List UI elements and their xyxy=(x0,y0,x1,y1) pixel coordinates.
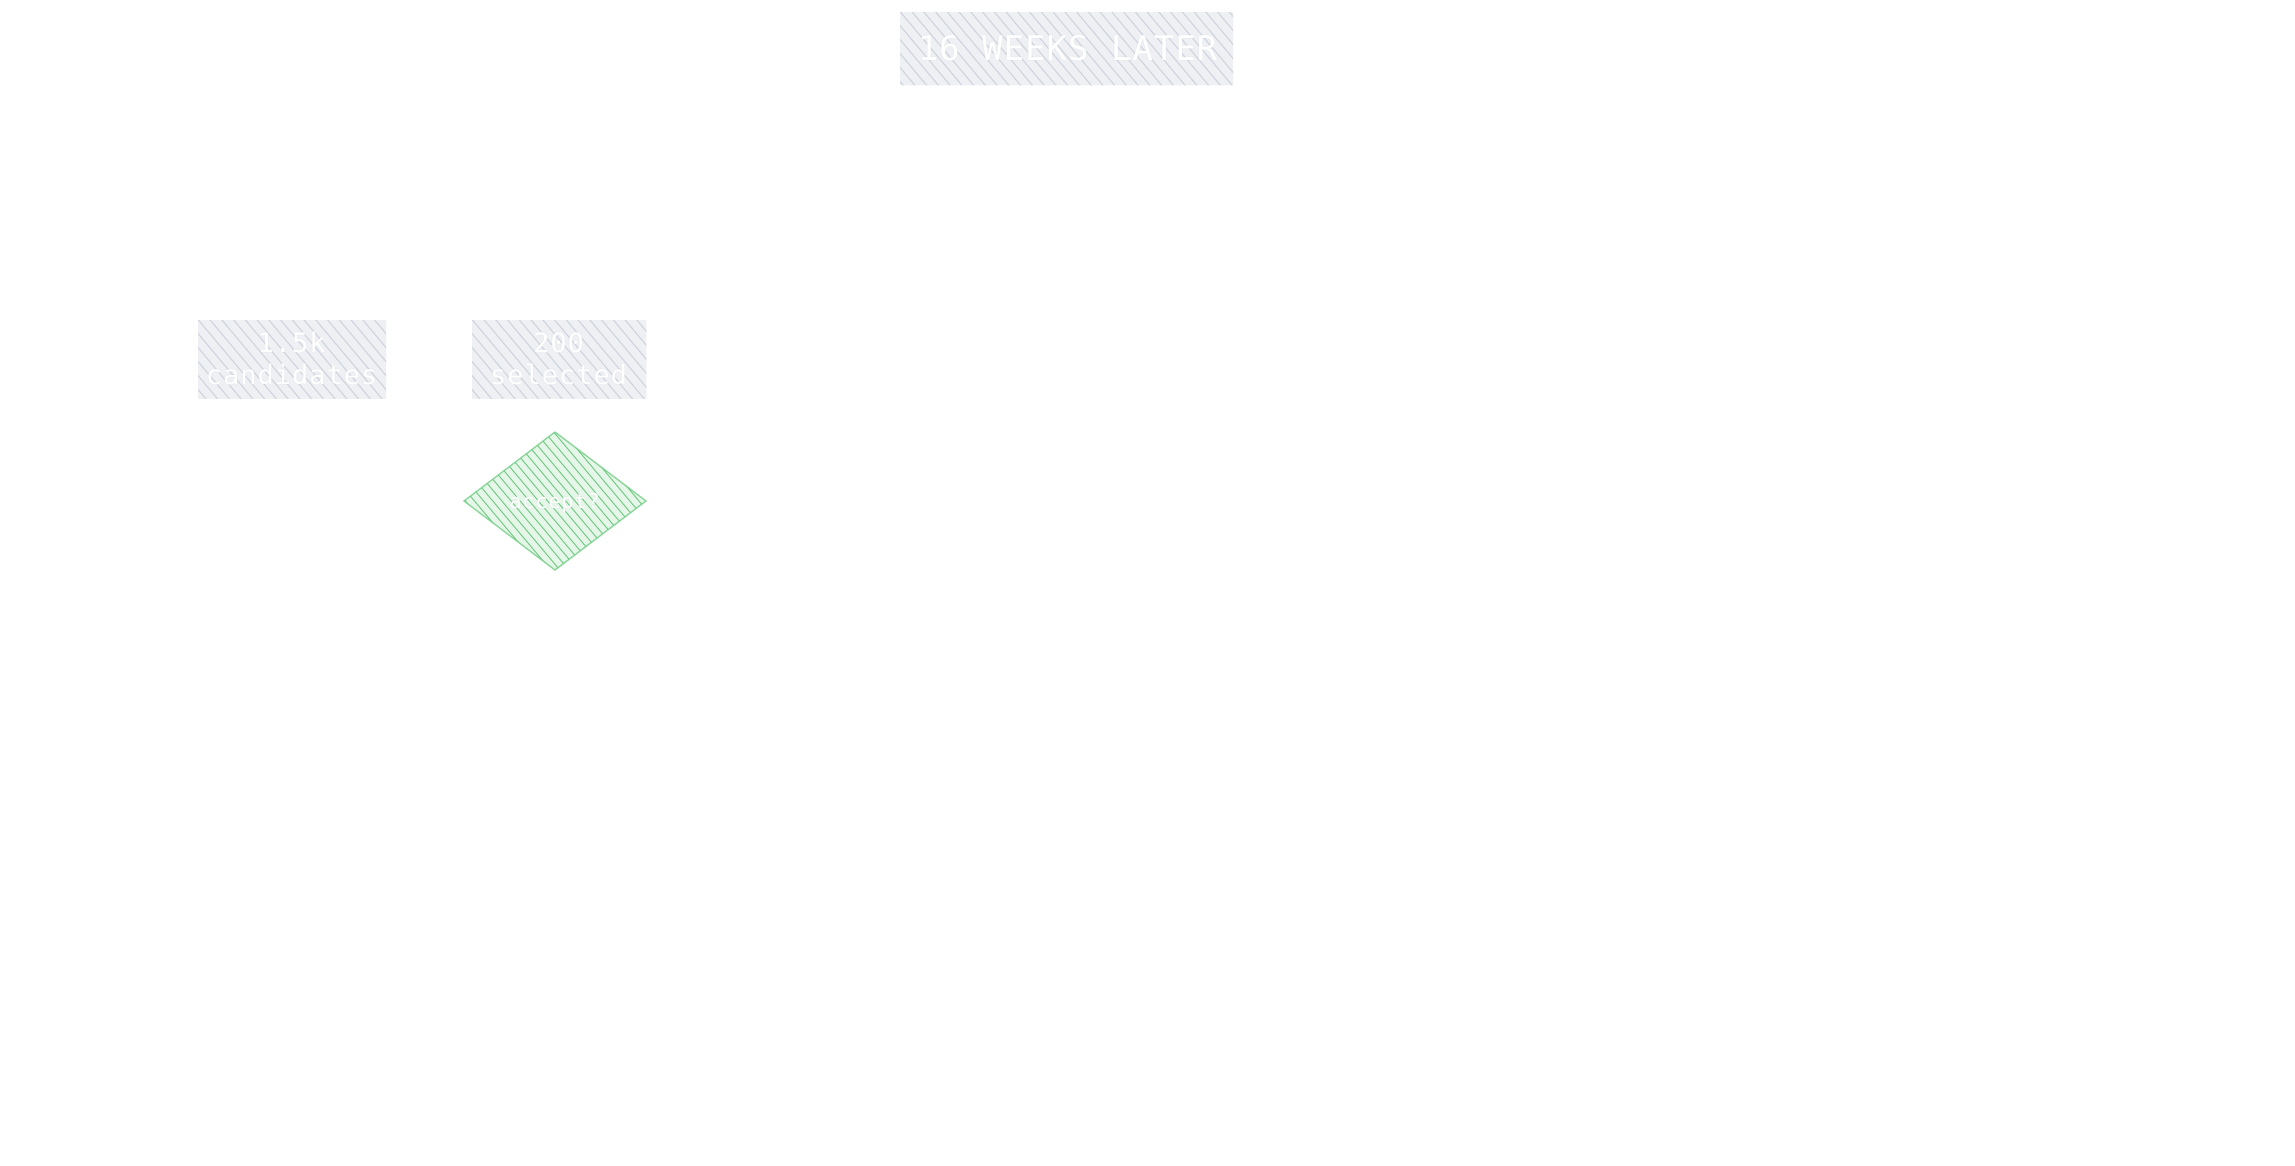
selected-count: 200 xyxy=(533,327,585,359)
selected-box-hatch xyxy=(472,320,647,399)
diagram-title: 16 WEEKS LATER xyxy=(917,28,1219,69)
candidates-count: 1.5k xyxy=(257,327,327,359)
selected-text: selected xyxy=(489,360,629,391)
candidates-label: 1.5k candidates xyxy=(206,328,379,393)
candidates-box-hatch xyxy=(198,320,387,399)
decision-label: accept? xyxy=(509,489,601,513)
candidates-text: candidates xyxy=(205,360,379,391)
decision-diamond-hatch xyxy=(462,431,648,571)
selected-box: 200 selected xyxy=(470,318,648,402)
title-box-hatch xyxy=(900,12,1234,86)
title-box: 16 WEEKS LATER xyxy=(898,10,1238,88)
candidates-box: 1.5k candidates xyxy=(196,318,388,402)
selected-label: 200 selected xyxy=(490,328,628,393)
decision-diamond: accept? xyxy=(460,430,650,572)
